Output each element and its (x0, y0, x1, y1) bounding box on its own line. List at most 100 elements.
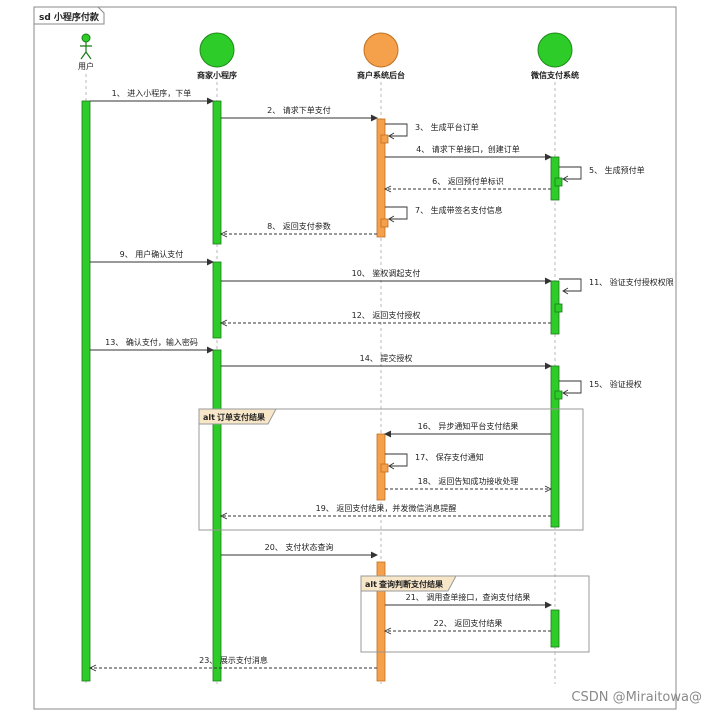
arrowhead-icon (562, 287, 569, 295)
message-23: 23、 展示支付消息 (88, 655, 377, 672)
arrowhead-icon (370, 114, 379, 122)
message-13: 13、 确认支付，输入密码 (90, 337, 215, 354)
arrowhead-icon (383, 627, 392, 635)
message-11: 11、 验证支付授权权限 (559, 277, 674, 295)
activation-miniprogram (212, 100, 222, 245)
message-label: 1、 进入小程序，下单 (112, 88, 192, 98)
activation-user (81, 100, 91, 682)
message-line (559, 278, 582, 292)
messages: 1、 进入小程序，下单 2、 请求下单支付 3、 生成平台订单 4、 请求下单接口，创… (88, 88, 674, 672)
arrowhead-icon (388, 132, 395, 140)
message-12: 12、 返回支付授权 (219, 310, 551, 327)
frame-title-tab (33, 6, 105, 25)
actor-head-icon (81, 33, 91, 43)
activation-backend (376, 118, 386, 238)
message-2: 2、 请求下单支付 (221, 105, 379, 122)
message-label: 12、 返回支付授权 (352, 310, 421, 320)
arrowhead-icon (544, 601, 553, 609)
message-10: 10、 鉴权调起支付 (221, 268, 553, 285)
activation-bars (81, 100, 563, 682)
fragment-tab (360, 575, 457, 592)
message-line (559, 380, 582, 394)
fragment-frame (198, 408, 584, 531)
message-line (385, 206, 408, 220)
fragment-keyword: alt (365, 580, 377, 589)
activation-wechat (550, 609, 560, 648)
message-4: 4、 请求下单接口，创建订单 (385, 144, 553, 161)
arrowhead-icon (544, 153, 553, 161)
message-19: 19、 返回支付结果，并发微信消息提醒 (219, 503, 551, 520)
fragment-tab (198, 408, 277, 425)
activation-wechat-nested (554, 177, 563, 187)
watermark: CSDN @Miraitowa@ (571, 690, 702, 705)
message-line (385, 123, 408, 137)
message-label: 11、 验证支付授权权限 (589, 277, 674, 287)
activation-wechat-nested (554, 390, 563, 400)
message-1: 1、 进入小程序，下单 (90, 88, 215, 105)
message-22: 22、 返回支付结果 (383, 618, 551, 635)
message-line (559, 166, 582, 180)
arrowhead-icon (219, 319, 228, 327)
message-9: 9、 用户确认支付 (90, 249, 215, 266)
activation-backend (376, 561, 386, 682)
message-15: 15、 验证授权 (559, 379, 642, 397)
participant-label: 微信支付系统 (530, 70, 579, 80)
arrowhead-icon (544, 277, 553, 285)
entity-icon (363, 32, 399, 68)
diagram-frame (33, 6, 677, 710)
message-label: 21、 调用查单接口，查询支付结果 (406, 592, 531, 602)
arrowhead-icon (388, 215, 395, 223)
message-line (385, 453, 408, 467)
activation-wechat (550, 365, 560, 528)
message-5: 5、 生成预付单 (559, 165, 645, 183)
arrowhead-icon (544, 485, 553, 493)
message-16: 16、 异步通知平台支付结果 (383, 421, 551, 438)
fragment-label: 订单支付结果 (217, 412, 265, 422)
message-7: 7、 生成带签名支付信息 (385, 205, 503, 223)
entity-icon (537, 32, 573, 68)
arrowhead-icon (219, 512, 228, 520)
arrowhead-icon (388, 462, 395, 470)
message-label: 18、 返回告知成功接收处理 (418, 476, 519, 486)
message-label: 8、 返回支付参数 (267, 221, 331, 231)
message-18: 18、 返回告知成功接收处理 (385, 476, 553, 493)
message-20: 20、 支付状态查询 (221, 542, 379, 559)
message-label: 2、 请求下单支付 (267, 105, 331, 115)
message-label: 22、 返回支付结果 (434, 618, 503, 628)
message-label: 17、 保存支付通知 (415, 452, 484, 462)
message-label: 3、 生成平台订单 (415, 122, 479, 132)
message-14: 14、 提交授权 (221, 353, 553, 370)
message-6: 6、 返回预付单标识 (383, 176, 551, 193)
message-label: 10、 鉴权调起支付 (352, 268, 421, 278)
message-label: 19、 返回支付结果，并发微信消息提醒 (316, 503, 457, 513)
activation-miniprogram (212, 349, 222, 682)
arrowhead-icon (206, 346, 215, 354)
entity-icon (199, 32, 235, 68)
activation-wechat-nested (554, 303, 563, 313)
message-label: 23、 展示支付消息 (199, 655, 268, 665)
arrowhead-icon (206, 97, 215, 105)
activation-miniprogram (212, 261, 222, 339)
message-8: 8、 返回支付参数 (219, 221, 377, 238)
arrowhead-icon (562, 175, 569, 183)
message-17: 17、 保存支付通知 (385, 452, 484, 470)
participant-label: 用户 (78, 61, 94, 71)
message-label: 14、 提交授权 (360, 353, 413, 363)
participant-merchant-backend: 商户系统后台 (357, 32, 405, 80)
arrowhead-icon (219, 230, 228, 238)
actor-body-icon (80, 42, 92, 60)
arrowhead-icon (544, 362, 553, 370)
fragment-keyword: alt (203, 413, 215, 422)
message-label: 6、 返回预付单标识 (432, 176, 504, 186)
participant-wechat-pay: 微信支付系统 (530, 32, 579, 80)
message-label: 4、 请求下单接口，创建订单 (416, 144, 520, 154)
participant-user: 用户 (78, 33, 94, 71)
fragment-label: 查询判断支付结果 (379, 579, 443, 589)
fragment-order-payment-result: alt 订单支付结果 (198, 408, 584, 531)
participant-label: 商户系统后台 (357, 70, 405, 80)
arrowhead-icon (383, 185, 392, 193)
fragment-frame (360, 575, 590, 653)
activation-backend-nested (380, 134, 389, 144)
message-label: 7、 生成带签名支付信息 (415, 205, 503, 215)
